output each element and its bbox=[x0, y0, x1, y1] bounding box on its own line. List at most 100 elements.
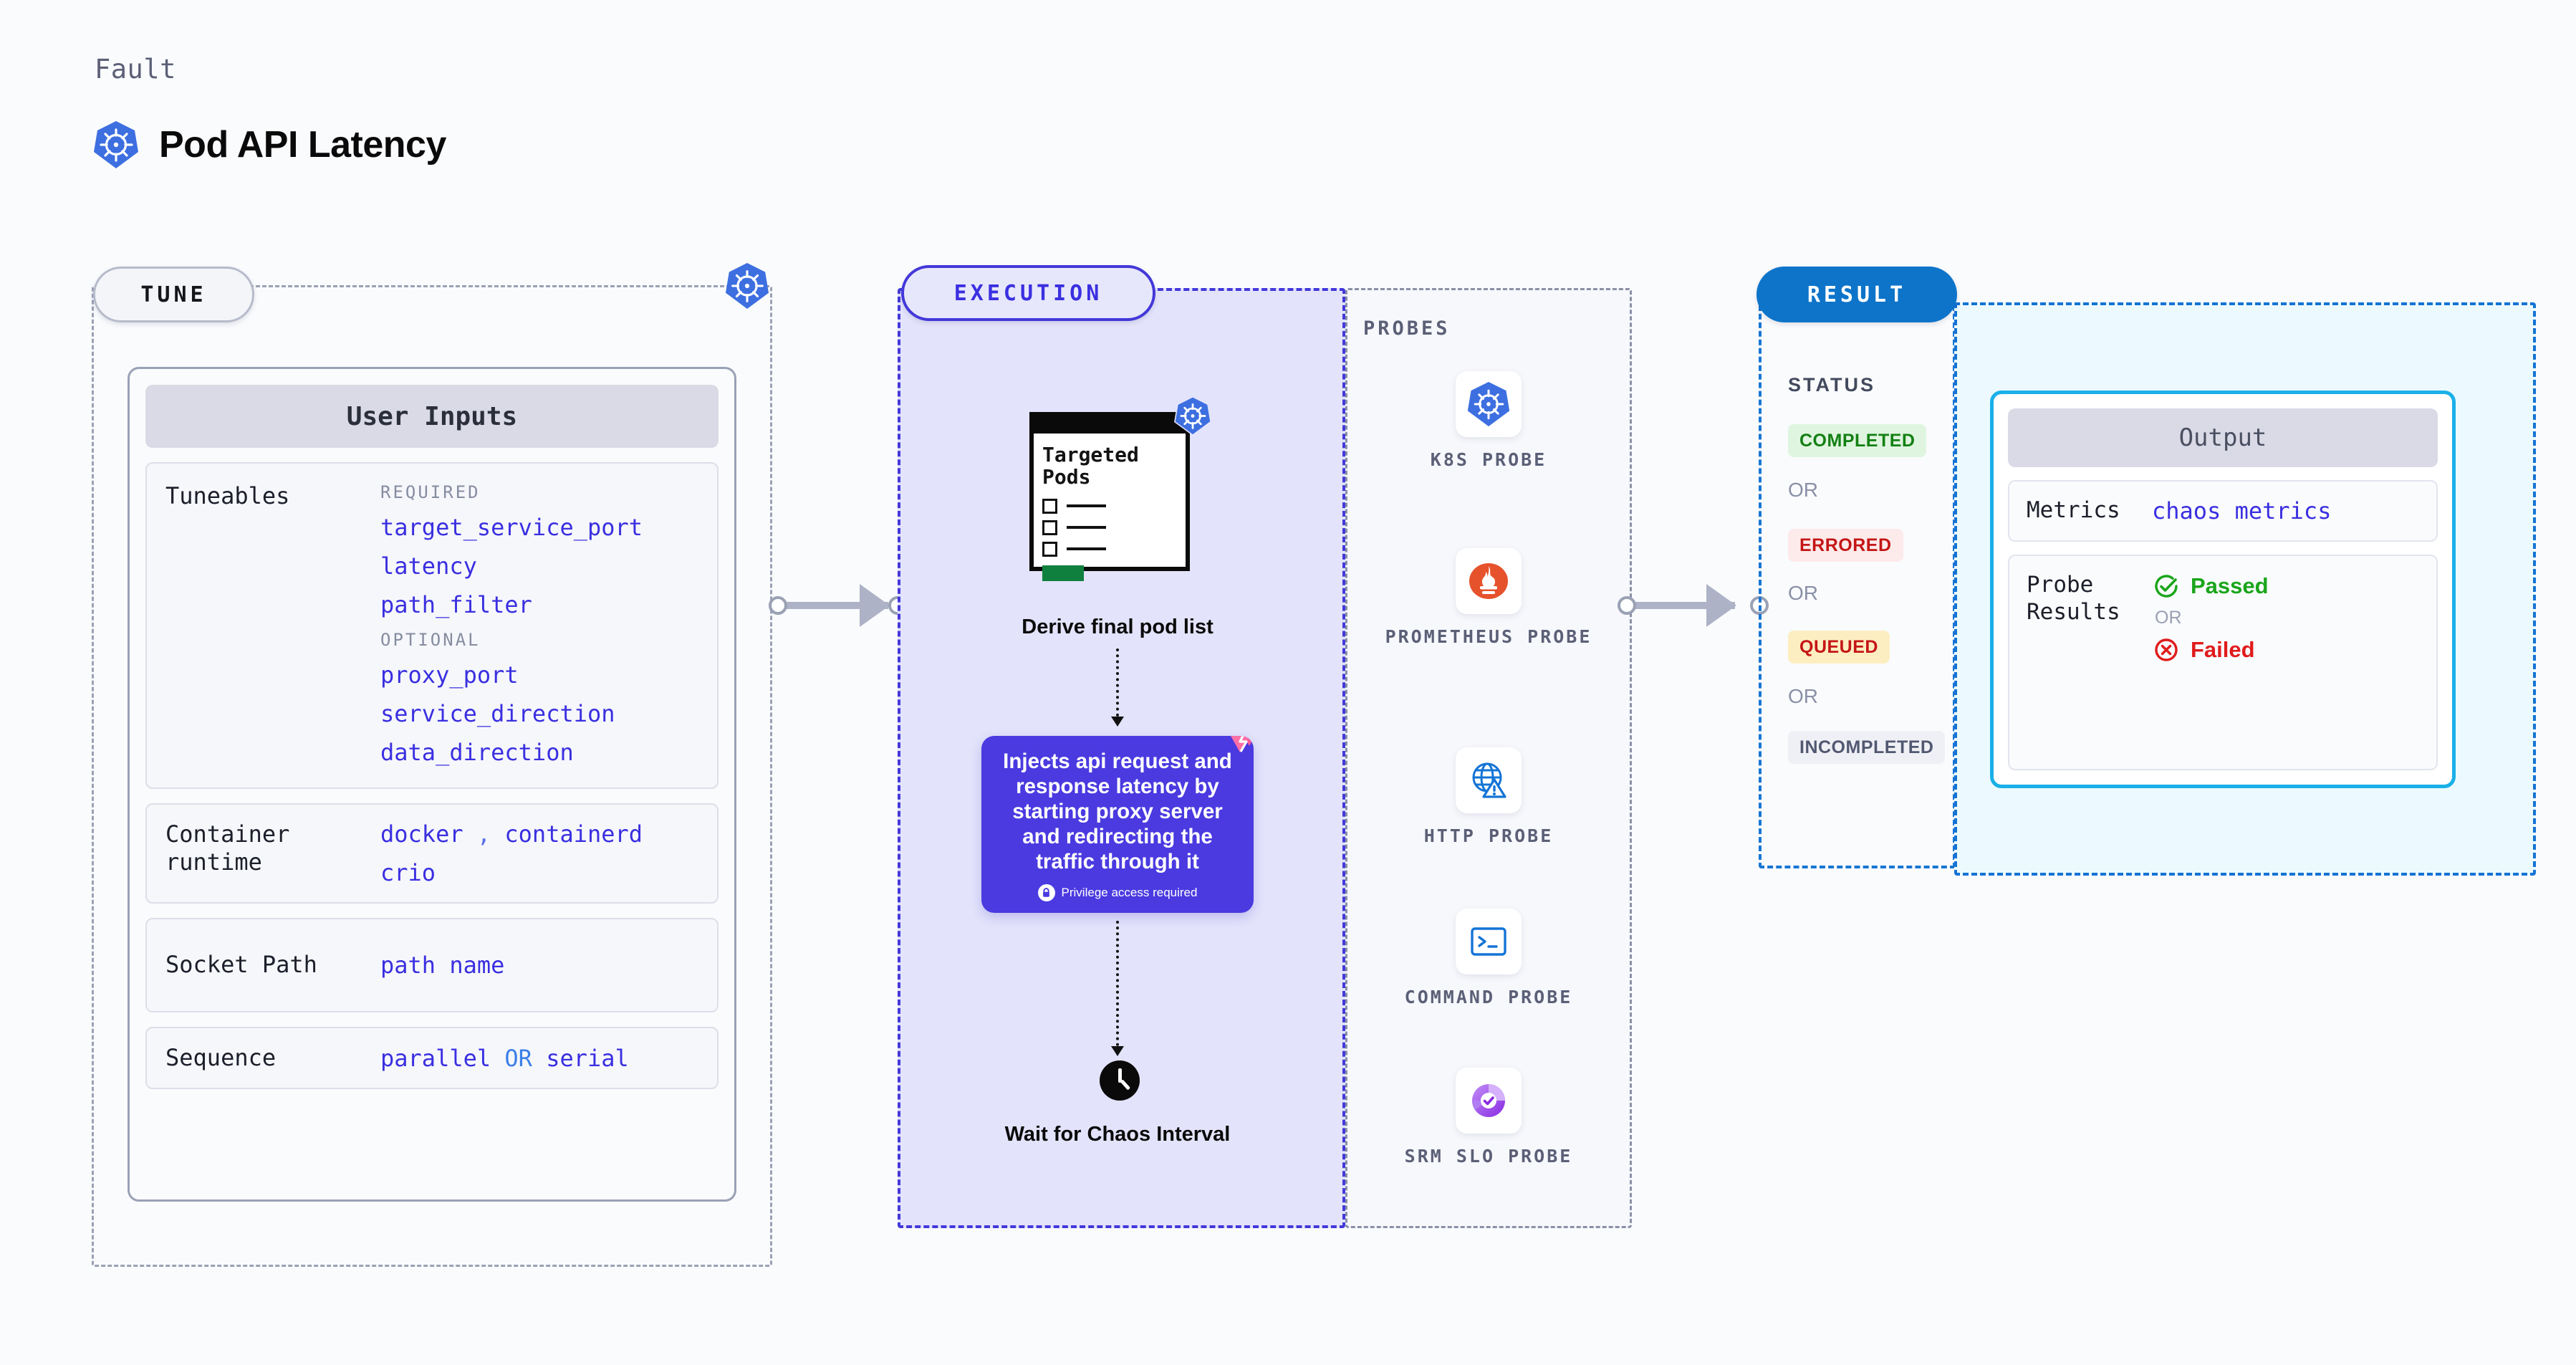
probe-results-row: Probe Results Passed OR Failed bbox=[2008, 555, 2438, 770]
metrics-label: Metrics bbox=[2027, 497, 2120, 524]
tuneable-path-filter[interactable]: path_filter bbox=[380, 591, 532, 618]
connector-arrowhead bbox=[860, 584, 890, 627]
list-item bbox=[1042, 498, 1180, 514]
sequence-row: Sequence parallel OR serial bbox=[145, 1027, 719, 1090]
connector-execution-to-result bbox=[1628, 602, 1735, 609]
probe-label: HTTP PROBE bbox=[1423, 825, 1554, 846]
lock-icon bbox=[1037, 884, 1055, 902]
probe-label: K8S PROBE bbox=[1430, 449, 1547, 470]
green-bar-indicator bbox=[1042, 565, 1084, 581]
tuneable-latency[interactable]: latency bbox=[380, 552, 477, 580]
probe-srm-slo[interactable]: SRM SLO PROBE bbox=[1345, 1068, 1632, 1169]
passed-label: Passed bbox=[2191, 573, 2269, 598]
container-runtime-row: Container runtime docker , containerd cr… bbox=[145, 803, 719, 904]
prometheus-icon bbox=[1456, 548, 1522, 614]
page-title-row: Pod API Latency bbox=[93, 120, 446, 169]
targeted-pods-title: Targeted Pods bbox=[1042, 443, 1139, 489]
probe-result-failed: Failed bbox=[2152, 636, 2269, 664]
sequence-parallel[interactable]: parallel bbox=[380, 1044, 491, 1072]
tune-pill[interactable]: TUNE bbox=[93, 267, 254, 322]
connector-start-dot bbox=[769, 596, 787, 615]
execution-pill[interactable]: EXECUTION bbox=[901, 265, 1155, 321]
inject-description-text: Injects api request and response latency… bbox=[1003, 749, 1232, 874]
list-item bbox=[1042, 519, 1180, 535]
targeted-pods-titlebar bbox=[1029, 412, 1190, 434]
status-badge-completed: COMPLETED bbox=[1788, 424, 1927, 457]
probe-command[interactable]: COMMAND PROBE bbox=[1345, 909, 1632, 1010]
probe-http[interactable]: HTTP PROBE bbox=[1345, 747, 1632, 848]
page-eyebrow: Fault bbox=[95, 54, 176, 85]
tuneable-data-direction[interactable]: data_direction bbox=[380, 739, 574, 766]
kubernetes-icon bbox=[1456, 371, 1522, 437]
connector-start-dot bbox=[1618, 596, 1636, 615]
wait-for-chaos-caption: Wait for Chaos Interval bbox=[1004, 1123, 1231, 1146]
socket-path-label: Socket Path bbox=[165, 951, 317, 979]
kubernetes-icon bbox=[725, 262, 769, 313]
probe-k8s[interactable]: K8S PROBE bbox=[1345, 371, 1632, 472]
litmus-logo-icon bbox=[1221, 736, 1254, 767]
probe-label: COMMAND PROBE bbox=[1404, 987, 1573, 1007]
container-runtime-label: Container runtime bbox=[165, 820, 290, 876]
probe-results-or: OR bbox=[2155, 608, 2182, 628]
line-placeholder bbox=[1067, 547, 1106, 551]
result-pill[interactable]: RESULT bbox=[1756, 267, 1957, 322]
checkbox-icon bbox=[1042, 519, 1057, 535]
targeted-pods-list bbox=[1042, 498, 1180, 557]
runtime-crio[interactable]: crio bbox=[380, 859, 436, 886]
status-title: STATUS bbox=[1788, 374, 1875, 396]
flow-line bbox=[1116, 921, 1119, 1046]
check-circle-icon bbox=[2155, 575, 2178, 598]
sequence-label: Sequence bbox=[165, 1044, 277, 1071]
probe-prometheus[interactable]: PROMETHEUS PROBE bbox=[1345, 548, 1632, 649]
probes-title: PROBES bbox=[1363, 317, 1451, 340]
srm-slo-icon bbox=[1456, 1068, 1522, 1134]
required-heading: REQUIRED bbox=[380, 482, 481, 502]
connector-tune-to-execution bbox=[781, 602, 888, 609]
container-runtime-values: docker , containerd crio bbox=[380, 820, 643, 886]
tuneable-proxy-port[interactable]: proxy_port bbox=[380, 661, 519, 689]
flow-line bbox=[1116, 648, 1119, 717]
runtime-containerd[interactable]: containerd bbox=[504, 820, 643, 848]
or-label: OR bbox=[1788, 582, 1818, 604]
status-badge-incompleted: INCOMPLETED bbox=[1788, 731, 1946, 764]
failed-label: Failed bbox=[2191, 637, 2255, 662]
tuneables-row: Tuneables REQUIRED target_service_port l… bbox=[145, 462, 719, 789]
targeted-pods-body: Targeted Pods bbox=[1042, 444, 1180, 581]
kubernetes-icon bbox=[93, 120, 139, 169]
probe-result-passed: Passed bbox=[2152, 572, 2269, 600]
line-placeholder bbox=[1067, 526, 1106, 530]
user-inputs-card: User Inputs Tuneables REQUIRED target_se… bbox=[128, 367, 736, 1202]
probe-results-label: Probe Results bbox=[2027, 572, 2120, 625]
http-globe-warning-icon bbox=[1456, 747, 1522, 813]
tuneable-target-service-port[interactable]: target_service_port bbox=[380, 514, 643, 541]
tuneables-label: Tuneables bbox=[165, 482, 290, 509]
list-item bbox=[1042, 541, 1180, 557]
probe-label: PROMETHEUS PROBE bbox=[1385, 626, 1592, 647]
privilege-note-text: Privilege access required bbox=[1061, 886, 1198, 900]
probe-results-values: Passed OR Failed bbox=[2152, 572, 2269, 753]
socket-path-value[interactable]: path name bbox=[380, 952, 505, 979]
tuneable-service-direction[interactable]: service_direction bbox=[380, 700, 615, 727]
line-placeholder bbox=[1067, 504, 1106, 508]
runtime-separator: , bbox=[476, 820, 491, 848]
inject-description-card: Injects api request and response latency… bbox=[981, 736, 1254, 913]
optional-heading: OPTIONAL bbox=[380, 630, 481, 650]
connector-arrowhead bbox=[1706, 584, 1736, 627]
output-card: Output Metrics chaos metrics Probe Resul… bbox=[1990, 391, 2456, 788]
targeted-pods-card: Targeted Pods bbox=[1029, 396, 1211, 581]
flow-arrowhead bbox=[1111, 717, 1124, 727]
output-title: Output bbox=[2008, 408, 2438, 467]
page-title: Pod API Latency bbox=[159, 124, 446, 166]
tuneables-values: REQUIRED target_service_port latency pat… bbox=[380, 482, 643, 766]
or-label: OR bbox=[1788, 479, 1818, 501]
metrics-value[interactable]: chaos metrics bbox=[2152, 497, 2332, 525]
socket-path-row: Socket Path path name bbox=[145, 918, 719, 1012]
status-badge-queued: QUEUED bbox=[1788, 631, 1890, 664]
sequence-serial[interactable]: serial bbox=[546, 1044, 629, 1072]
sequence-or: OR bbox=[504, 1044, 532, 1072]
runtime-docker[interactable]: docker bbox=[380, 820, 463, 848]
checkbox-icon bbox=[1042, 498, 1057, 514]
status-badge-errored: ERRORED bbox=[1788, 529, 1903, 562]
tune-section-boundary bbox=[92, 285, 772, 1267]
